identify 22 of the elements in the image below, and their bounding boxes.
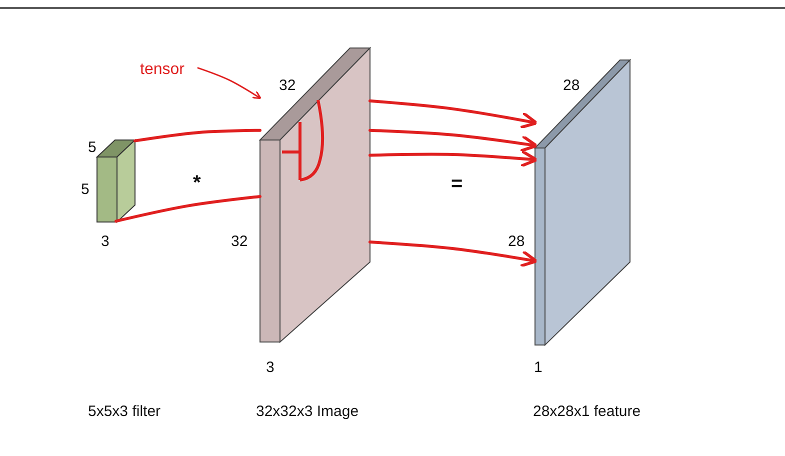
dimension-label: 28 (563, 78, 580, 93)
arrow (368, 150, 538, 168)
dimension-label: 3 (266, 360, 274, 375)
arrow (197, 67, 262, 100)
dimension-label: 1 (534, 360, 542, 375)
operator-symbol: = (451, 174, 463, 194)
dimension-label: 28 (508, 234, 525, 249)
caption-text: 32x32x3 Image (256, 404, 359, 419)
dimension-label: 32 (279, 78, 296, 93)
arrow (368, 240, 538, 268)
caption-text: 28x28x1 feature (533, 404, 641, 419)
connector-line (114, 194, 262, 223)
operator-symbol: * (193, 173, 201, 193)
dimension-label: 5 (88, 140, 96, 155)
dimension-label: 3 (101, 234, 110, 249)
arrow (368, 99, 538, 130)
arrow (368, 128, 538, 152)
dimension-label: 5 (81, 182, 90, 197)
annotation-text: tensor (140, 62, 184, 78)
dimension-label: 32 (231, 234, 248, 249)
connector-line (134, 128, 262, 142)
caption-text: 5x5x3 filter (88, 404, 161, 419)
